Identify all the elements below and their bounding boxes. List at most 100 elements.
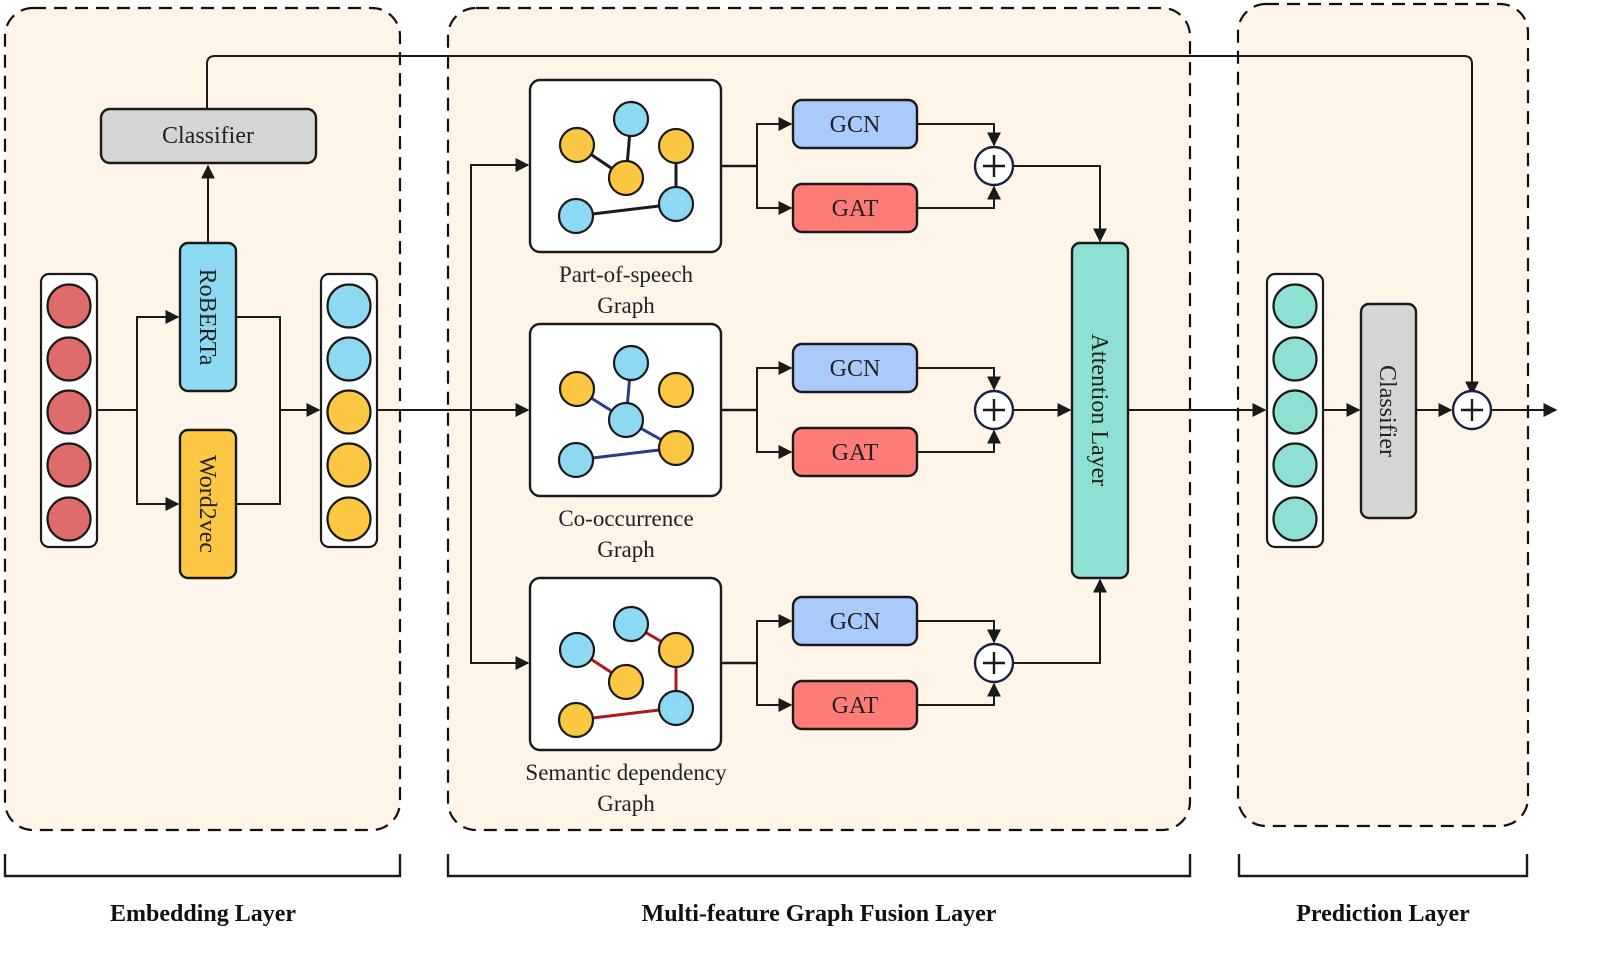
to-gcn-arrow bbox=[756, 614, 793, 663]
gat-box: GAT bbox=[791, 426, 919, 478]
gat-label: GAT bbox=[832, 693, 879, 719]
graph-node bbox=[657, 371, 695, 409]
gcn-to-plus-arrow bbox=[917, 620, 1001, 644]
graph-node bbox=[557, 701, 595, 739]
plus3-to-attention-arrow bbox=[1014, 578, 1107, 664]
graph-label-line2: Graph bbox=[597, 293, 655, 318]
prediction-vector bbox=[1272, 283, 1318, 542]
plus-icon bbox=[973, 145, 1015, 187]
embedding-classifier-label: Classifier bbox=[162, 123, 254, 149]
graph-node bbox=[558, 126, 596, 164]
graph-node bbox=[558, 370, 596, 408]
gcn-label: GCN bbox=[830, 112, 881, 138]
prediction-classifier: Classifier bbox=[1359, 302, 1418, 520]
gat-label: GAT bbox=[832, 196, 879, 222]
prediction-node bbox=[1272, 389, 1318, 435]
graph-node bbox=[558, 631, 596, 669]
gat-label: GAT bbox=[832, 440, 879, 466]
prediction-layer-title: Prediction Layer bbox=[1296, 901, 1470, 927]
skip-connection-line bbox=[206, 55, 1479, 396]
graph-node bbox=[657, 429, 695, 467]
prediction-classifier-label: Classifier bbox=[1374, 365, 1400, 457]
embedding-output-node bbox=[326, 283, 372, 329]
prediction-node bbox=[1272, 336, 1318, 382]
graph-node bbox=[612, 100, 650, 138]
prediction-node bbox=[1272, 496, 1318, 542]
input-vector bbox=[46, 283, 92, 542]
graph-box bbox=[528, 78, 723, 254]
input-vector-node bbox=[46, 389, 92, 435]
graph-node bbox=[607, 663, 645, 701]
roberta-box: RoBERTa bbox=[178, 241, 238, 393]
attention-layer-box: Attention Layer bbox=[1070, 241, 1130, 580]
word2vec-label: Word2vec bbox=[194, 455, 220, 553]
input-vector-node bbox=[46, 283, 92, 329]
to-gat-arrow bbox=[756, 663, 793, 712]
gcn-label: GCN bbox=[830, 609, 881, 635]
embedding-layer-title: Embedding Layer bbox=[110, 901, 296, 927]
word2vec-box: Word2vec bbox=[178, 428, 238, 580]
graph-node bbox=[657, 127, 695, 165]
embedding-panel bbox=[3, 6, 402, 832]
fusion-layer-title: Multi-feature Graph Fusion Layer bbox=[642, 901, 997, 927]
gcn-to-plus-arrow bbox=[917, 367, 1001, 391]
gat-to-plus-arrow bbox=[917, 185, 1001, 209]
to-gcn-arrow bbox=[756, 117, 793, 166]
input-vector-node bbox=[46, 496, 92, 542]
gat-box: GAT bbox=[791, 679, 919, 731]
graph-node bbox=[557, 197, 595, 235]
to-pos-graph-arrow bbox=[470, 158, 530, 410]
embedding-output-node bbox=[326, 336, 372, 382]
graph-node bbox=[607, 159, 645, 197]
embedding-output-node bbox=[326, 442, 372, 488]
graph-node bbox=[657, 631, 695, 669]
embedding-output-node bbox=[326, 496, 372, 542]
graph-node bbox=[607, 401, 645, 439]
prediction-bracket bbox=[1237, 854, 1529, 878]
gcn-label: GCN bbox=[830, 356, 881, 382]
gcn-box: GCN bbox=[791, 98, 919, 150]
plus-icon bbox=[973, 389, 1015, 431]
gat-to-plus-arrow bbox=[917, 429, 1001, 453]
graph-node bbox=[657, 185, 695, 223]
graph-label-line1: Part-of-speech bbox=[559, 262, 694, 287]
final-plus-icon bbox=[1451, 389, 1493, 431]
input-vector-node bbox=[46, 336, 92, 382]
graph-node bbox=[657, 689, 695, 727]
graph-node bbox=[612, 605, 650, 643]
graph-label-line2: Graph bbox=[597, 537, 655, 562]
gcn-box: GCN bbox=[791, 595, 919, 647]
gcn-box: GCN bbox=[791, 342, 919, 394]
plus-icon bbox=[973, 642, 1015, 684]
graph-node bbox=[557, 441, 595, 479]
graph-box bbox=[528, 322, 723, 498]
fusion-bracket bbox=[446, 854, 1192, 878]
embedding-bracket bbox=[3, 854, 402, 878]
roberta-label: RoBERTa bbox=[194, 269, 220, 366]
to-gat-arrow bbox=[756, 410, 793, 459]
to-sem-graph-arrow bbox=[470, 410, 530, 670]
gat-to-plus-arrow bbox=[917, 682, 1001, 706]
graph-label-line2: Graph bbox=[597, 791, 655, 816]
input-vector-node bbox=[46, 442, 92, 488]
prediction-node bbox=[1272, 283, 1318, 329]
prediction-node bbox=[1272, 442, 1318, 488]
graph-label-line1: Co-occurrence bbox=[558, 506, 693, 531]
to-roberta-arrow bbox=[136, 310, 180, 410]
graph-node bbox=[612, 344, 650, 382]
graph-label-line1: Semantic dependency bbox=[525, 760, 727, 785]
embedding-output-node bbox=[326, 389, 372, 435]
graph-box bbox=[528, 576, 723, 752]
to-gcn-arrow bbox=[756, 361, 793, 410]
gcn-to-plus-arrow bbox=[917, 123, 1001, 147]
to-word2vec-arrow bbox=[136, 410, 180, 511]
embedding-classifier: Classifier bbox=[99, 107, 318, 165]
embedding-output-vector bbox=[326, 283, 372, 542]
to-gat-arrow bbox=[756, 166, 793, 215]
attention-layer-label: Attention Layer bbox=[1086, 334, 1112, 487]
plus1-to-attention-arrow bbox=[1014, 165, 1107, 243]
